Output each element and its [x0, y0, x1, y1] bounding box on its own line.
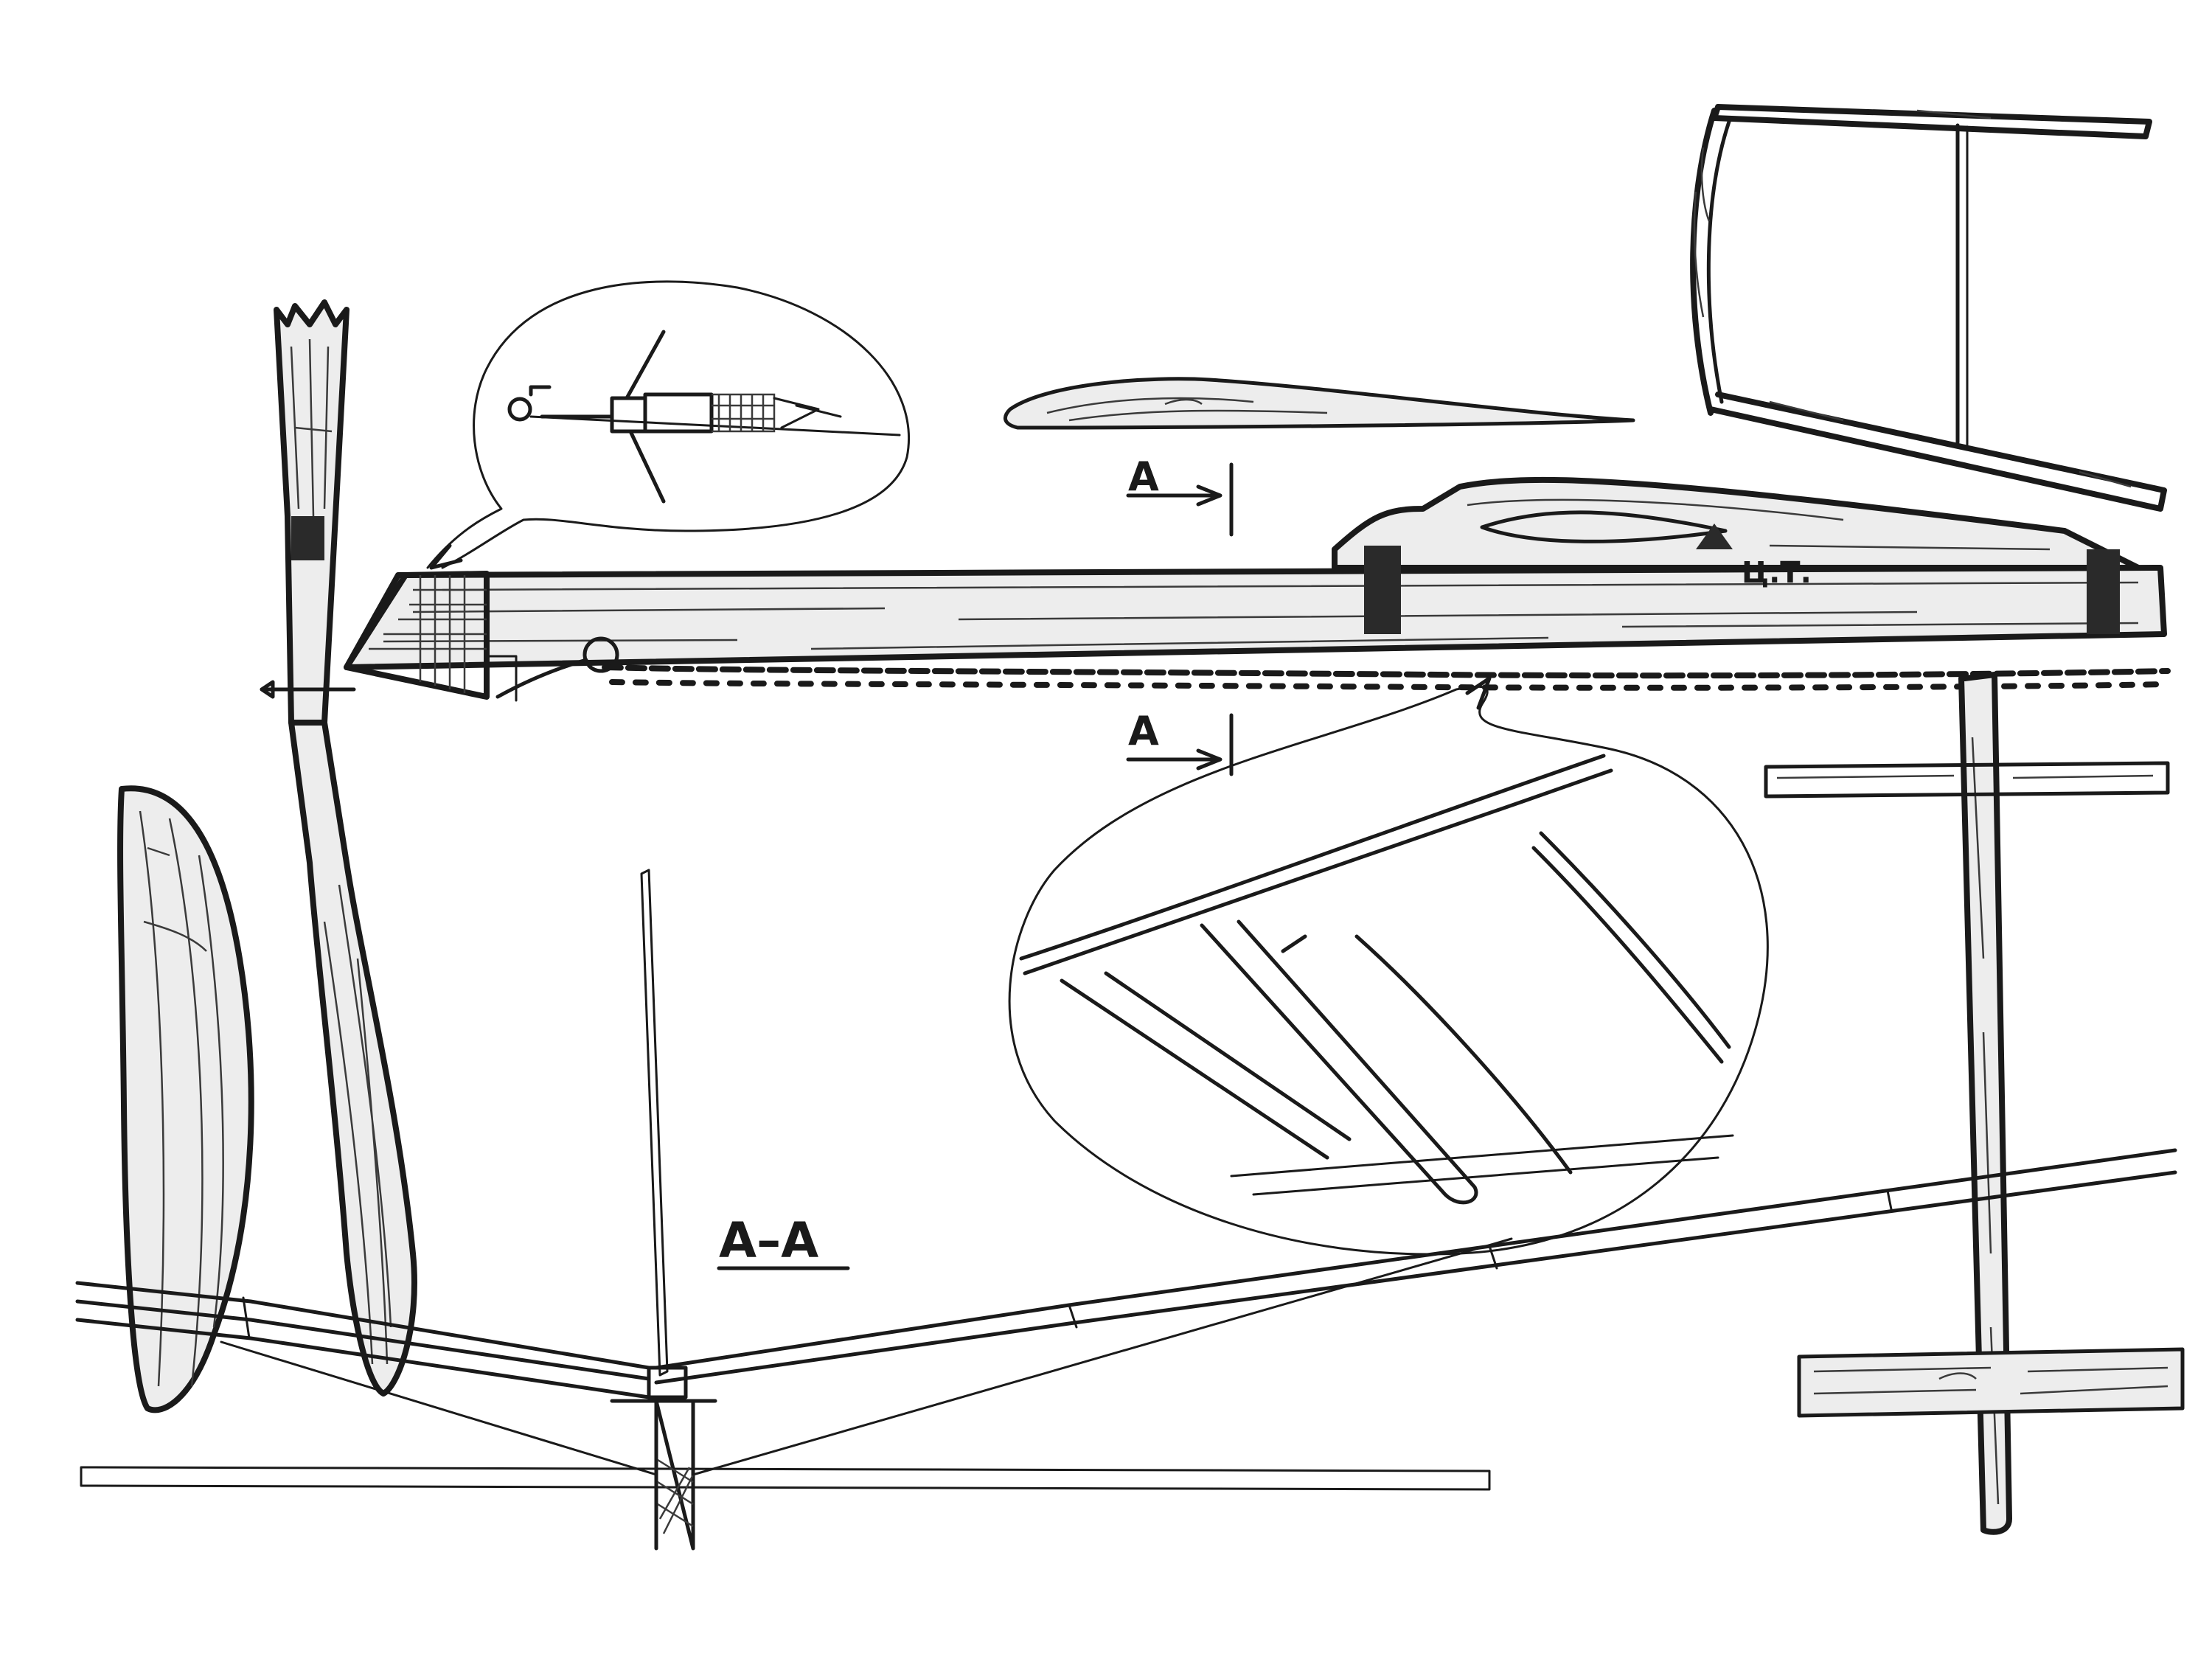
rubber-motor	[485, 636, 2171, 702]
fuselage-motor-stick	[344, 476, 2167, 700]
rear-motor-peg	[1764, 672, 2170, 1535]
front-view-wing	[75, 869, 2177, 1551]
section-label-bottom: А	[1128, 708, 1159, 754]
stabilizer-section	[1797, 1347, 2185, 1418]
cg-label: Ц.Т.	[1742, 556, 1812, 590]
wing-tip-view	[1690, 104, 2167, 512]
callout-propeller-shaft	[426, 280, 910, 570]
center-of-gravity-marker: Ц.Т.	[1696, 524, 1812, 590]
section-marker-top: А	[1126, 453, 1234, 537]
callout-wing-structure	[1008, 676, 1769, 1256]
propeller-side	[260, 299, 417, 1397]
section-marker-bottom: А	[1126, 708, 1234, 776]
section-label-top: А	[1128, 453, 1159, 500]
propeller-blade	[117, 785, 254, 1413]
triangle-icon	[1696, 524, 1733, 549]
airfoil-rib	[1004, 377, 1635, 430]
section-view-title: А–А	[719, 1212, 818, 1269]
section-view-label: А–А	[717, 1212, 850, 1270]
